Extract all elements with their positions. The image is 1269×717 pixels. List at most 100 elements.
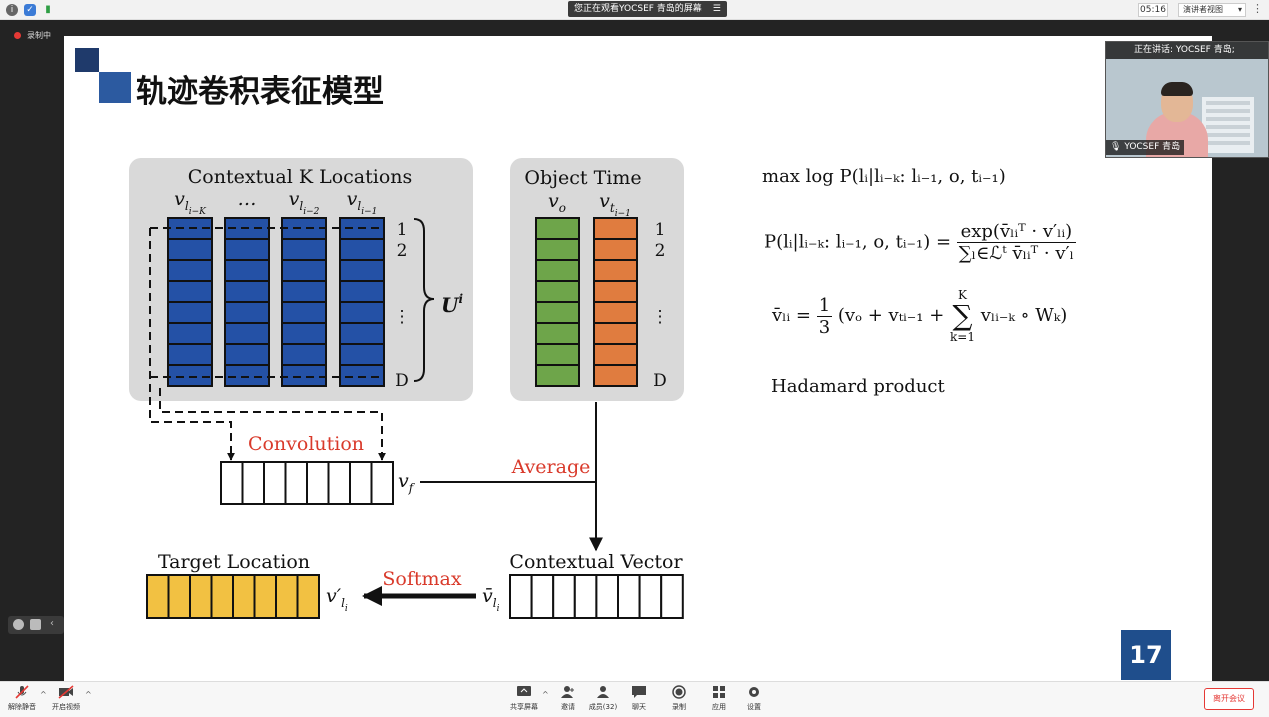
vf-vector-cell — [349, 461, 373, 505]
video-options-caret[interactable]: ^ — [85, 690, 92, 699]
vf-vector-cell — [220, 461, 244, 505]
context-column-1 — [167, 217, 213, 387]
target-location-vector-cell — [232, 574, 256, 619]
row-index-object-3: ⋮ — [652, 307, 669, 327]
apps-button[interactable]: 应用 — [699, 685, 739, 712]
settings-button[interactable]: 设置 — [734, 685, 774, 712]
eq3-sum-symbol: ∑ — [952, 299, 973, 332]
context-column-4 — [339, 217, 385, 387]
vf-vector-cell — [327, 461, 351, 505]
target-location-vector-cell — [275, 574, 299, 619]
apps-label: 应用 — [712, 703, 726, 711]
members-label: 成员(32) — [588, 703, 618, 711]
mic-muted-icon — [15, 685, 29, 699]
vf-vector-cell — [370, 461, 394, 505]
unmute-label: 解除静音 — [8, 703, 36, 711]
share-screen-button[interactable]: 共享屏幕 — [504, 685, 544, 712]
emoji-icon[interactable] — [13, 619, 24, 630]
contextual-vector — [509, 574, 684, 619]
mic-options-caret[interactable]: ^ — [40, 690, 47, 699]
conv-right-arrow — [159, 388, 386, 461]
gear-icon — [749, 687, 759, 697]
target-location-vector-cell — [146, 574, 170, 619]
target-location-vector-cell — [167, 574, 191, 619]
presentation-slide: 轨迹卷积表征模型 Contextual K Locations Object T… — [64, 36, 1212, 681]
contextual-vector-label: Contextual Vector — [509, 551, 683, 573]
recording-indicator: 录制中 — [14, 30, 51, 41]
contextual-vector-cell — [595, 574, 620, 619]
share-options-caret[interactable]: ^ — [542, 690, 549, 699]
eq3-frac-den: 3 — [818, 316, 831, 338]
view-options-icon[interactable]: ☰ — [712, 4, 721, 14]
slide-page-number: 17 — [1121, 630, 1171, 680]
signal-icon[interactable]: ▮ — [45, 4, 51, 15]
target-location-vector-cells — [146, 574, 320, 619]
convolution-label: Convolution — [248, 433, 364, 455]
chat-button[interactable]: 聊天 — [619, 685, 659, 712]
start-video-button[interactable]: 开启视频 — [46, 685, 86, 712]
object-column-2 — [593, 217, 638, 387]
chat-label: 聊天 — [632, 703, 646, 711]
apps-icon — [713, 686, 725, 698]
target-location-vector-cell — [210, 574, 234, 619]
contextual-vector-cell — [617, 574, 641, 619]
conv-left-arrow — [149, 228, 235, 461]
members-icon — [597, 686, 609, 698]
eq2-denominator: ∑ₗ∈ℒᵗ v̄ₗᵢᵀ · v′ₗ — [958, 243, 1074, 264]
vf-vector-cell — [284, 461, 308, 505]
eq2-lhs: P(lᵢ|lᵢ₋ₖ: lᵢ₋₁, o, tᵢ₋₁) = — [764, 231, 952, 253]
row-index-context-3: ⋮ — [394, 307, 411, 327]
row-index-object-1: 1 — [655, 220, 666, 240]
view-mode-select[interactable]: 演讲者视图 ▾ — [1178, 3, 1246, 17]
vf-label: vf — [398, 470, 416, 495]
slide-title: 轨迹卷积表征模型 — [136, 74, 384, 110]
target-location-vector-cell — [253, 574, 277, 619]
contextual-vector-cell — [509, 574, 533, 619]
invite-button[interactable]: 邀请 — [548, 685, 588, 712]
video-name: YOCSEF 青岛 — [1124, 142, 1181, 152]
speaker-video[interactable]: 正在讲话: YOCSEF 青岛; 🎙 YOCSEF 青岛 — [1105, 41, 1269, 158]
invite-label: 邀请 — [561, 703, 575, 711]
contextual-vector-cell — [573, 574, 598, 619]
vprime-label: v′li — [326, 585, 348, 614]
speaking-indicator: 正在讲话: YOCSEF 青岛; — [1106, 42, 1268, 59]
video-ac-unit — [1202, 97, 1254, 153]
eq3-sum-bottom: k=1 — [950, 330, 975, 344]
row-index-context-2: 2 — [397, 241, 408, 261]
unmute-button[interactable]: 解除静音 — [2, 685, 42, 712]
video-speaker-hair — [1161, 82, 1193, 96]
leave-meeting-button[interactable]: 离开会议 — [1204, 688, 1254, 710]
collapse-icon[interactable]: ‹ — [50, 618, 54, 629]
vf-vector — [220, 461, 394, 505]
equation-3: v̄ₗᵢ = 1 3 (vₒ + vₜᵢ₋₁ + K ∑ k=1 vₗᵢ₋ₖ ∘… — [772, 288, 1067, 344]
more-options-icon[interactable]: ⋮ — [1252, 2, 1263, 15]
view-mode-label: 演讲者视图 — [1183, 5, 1223, 14]
context-column-label-3: vli−2 — [289, 188, 320, 217]
equation-1: max log P(lᵢ|lᵢ₋ₖ: lᵢ₋₁, o, tᵢ₋₁) — [762, 166, 1006, 187]
shield-icon[interactable]: ✓ — [24, 4, 36, 16]
share-banner[interactable]: 您正在观看YOCSEF 青岛的屏幕 ☰ — [568, 1, 727, 17]
eq3-rhs: (vₒ + vₜᵢ₋₁ + — [837, 305, 951, 326]
camera-off-icon — [58, 685, 74, 699]
eq3-tail: vₗᵢ₋ₖ ∘ Wₖ) — [980, 305, 1068, 326]
chat-bubble-icon[interactable] — [30, 619, 41, 630]
target-location-vector-cell — [296, 574, 320, 619]
share-screen-label: 共享屏幕 — [510, 703, 538, 711]
settings-label: 设置 — [747, 703, 761, 711]
u-label: Ui — [441, 292, 463, 317]
object-column-label-2: vti−1 — [599, 190, 631, 219]
left-panel — [0, 20, 64, 681]
vbar-label: v̄li — [482, 585, 500, 614]
record-dot-icon — [14, 32, 21, 39]
context-box-title: Contextual K Locations — [188, 166, 413, 188]
members-button[interactable]: 成员(32) — [583, 685, 623, 712]
info-icon[interactable]: i — [6, 4, 18, 16]
record-button[interactable]: 录制 — [659, 685, 699, 712]
eq3-lhs: v̄ₗᵢ = — [772, 305, 811, 326]
title-deco-square-blue — [99, 72, 131, 103]
vf-vector-cells — [220, 461, 394, 505]
contextual-vector-cell — [638, 574, 663, 619]
top-bar: i ✓ ▮ 您正在观看YOCSEF 青岛的屏幕 ☰ 05:16 演讲者视图 ▾ … — [0, 0, 1269, 20]
